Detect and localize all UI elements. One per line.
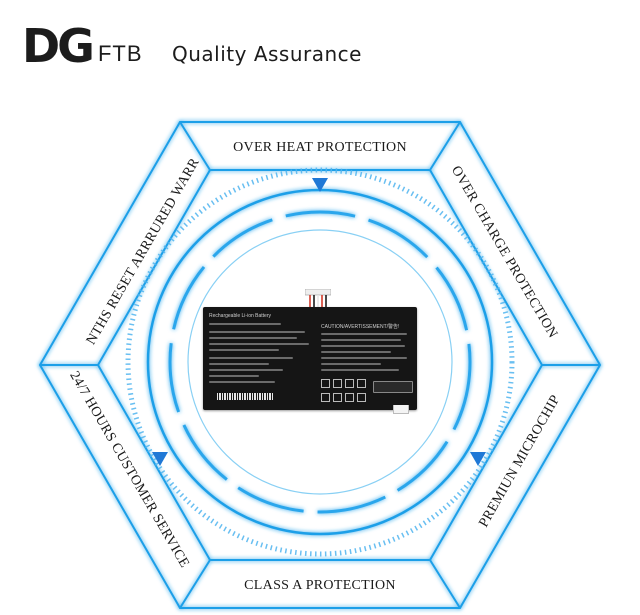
- logo-suffix: FTB: [97, 41, 143, 66]
- triangle-marker-left: [152, 452, 168, 466]
- battery-barcode: [217, 393, 273, 400]
- battery-text-line: [209, 381, 275, 383]
- certification-icon: [321, 393, 330, 402]
- feature-lower-left: 24/7 HOURS CUSTOMER SERVICE: [66, 369, 192, 571]
- battery-text-line: [209, 369, 283, 371]
- battery-text-line: [321, 369, 399, 371]
- battery-text-line: [209, 357, 293, 359]
- logo-letters: DG: [22, 19, 95, 73]
- triangle-marker-right: [470, 452, 486, 466]
- battery-caution: CAUTION/AVERTISSEMENT/警告!: [321, 324, 400, 330]
- battery-connector-wires: [305, 289, 331, 308]
- header: DG FTB Quality Assurance: [0, 0, 640, 86]
- brand-logo: DG FTB: [22, 19, 143, 73]
- battery-text-line: [209, 343, 309, 345]
- battery-info-box: [373, 381, 413, 393]
- hexagon-spokes: [40, 121, 600, 609]
- feature-lower-right: PREMIUN MICROCHIP: [476, 393, 563, 530]
- inner-ring: [187, 229, 453, 495]
- segment-ring: [168, 210, 472, 514]
- battery-mount-tab: [393, 405, 409, 414]
- battery-title: Rechargeable Li-ion Battery: [209, 313, 271, 319]
- battery-text-line: [209, 349, 279, 351]
- battery-text-line: [209, 331, 305, 333]
- feature-top: OVER HEAT PROTECTION: [233, 140, 407, 155]
- certification-icon: [333, 393, 342, 402]
- triangle-marker-top: [312, 178, 328, 192]
- feature-bottom: CLASS A PROTECTION: [244, 578, 396, 593]
- battery-text-line: [321, 333, 407, 335]
- battery-text-line: [321, 339, 401, 341]
- feature-upper-right: OVER CHARGE PROTECTION: [448, 164, 560, 341]
- bin-icon: [357, 379, 366, 388]
- tagline: Quality Assurance: [172, 42, 362, 66]
- battery-text-line: [321, 357, 407, 359]
- battery-text-line: [209, 363, 269, 365]
- battery-image: Rechargeable Li-ion Battery CAUTION/AVER…: [203, 307, 417, 410]
- battery-text-line: [209, 375, 259, 377]
- feature-upper-left: 12 MONTHS RESET ARRRURED WARRANTY: [0, 0, 203, 348]
- certification-icon: [357, 393, 366, 402]
- recycle-icon: [321, 379, 330, 388]
- battery-text-line: [321, 345, 405, 347]
- battery-text-line: [209, 337, 297, 339]
- battery-text-line: [209, 323, 281, 325]
- certification-icon: [345, 393, 354, 402]
- warning-icon: [333, 379, 342, 388]
- outer-tick-ring: [125, 167, 515, 557]
- fire-icon: [345, 379, 354, 388]
- battery-text-line: [321, 351, 391, 353]
- battery-text-line: [321, 363, 381, 365]
